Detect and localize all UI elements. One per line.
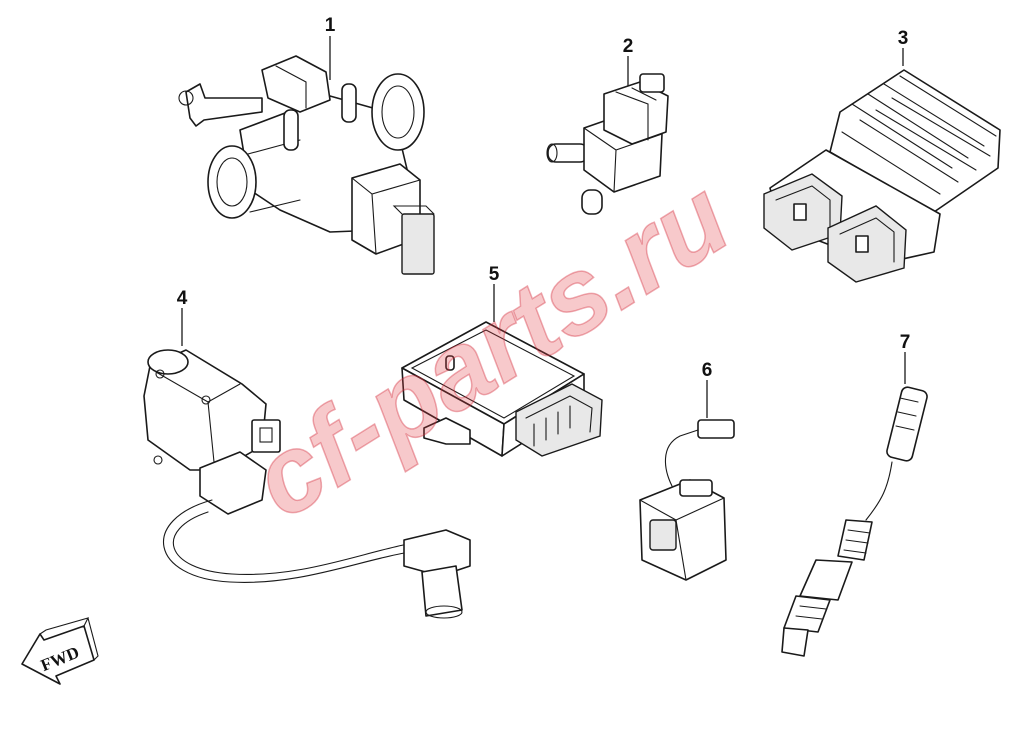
callout-7: 7 <box>900 332 911 353</box>
part-5-ecu[interactable] <box>401 321 603 457</box>
fwd-arrow-icon <box>21 625 95 685</box>
callout-4: 4 <box>177 288 188 309</box>
callout-2: 2 <box>623 36 634 57</box>
leader-lines <box>181 36 906 418</box>
callout-3: 3 <box>898 28 909 49</box>
part-1-throttle-body[interactable] <box>178 55 435 275</box>
part-3-voltage-regulator[interactable] <box>763 69 1001 283</box>
part-6-sensor-relay[interactable] <box>639 419 735 581</box>
part-7-oxygen-sensor[interactable] <box>781 386 928 657</box>
part-4-ignition-coil[interactable] <box>143 349 471 619</box>
fwd-direction-marker: FWD <box>21 617 99 685</box>
callout-1: 1 <box>325 15 336 36</box>
part-2-sensor-valve[interactable] <box>546 73 669 215</box>
callout-6: 6 <box>702 360 713 381</box>
callout-numbers: 1 2 3 4 5 6 7 <box>177 15 911 381</box>
callout-5: 5 <box>489 264 500 285</box>
